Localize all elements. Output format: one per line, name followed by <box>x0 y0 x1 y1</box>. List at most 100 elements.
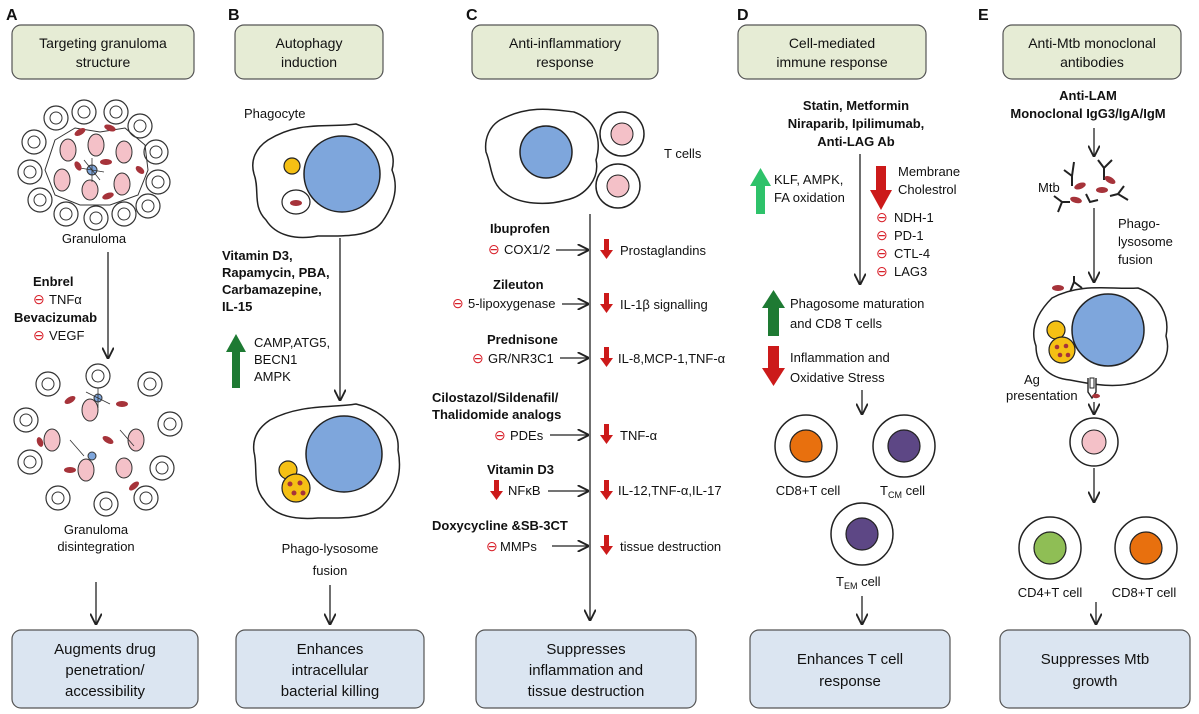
drugs-d-line2: Niraparib, Ipilimumab, <box>788 116 925 131</box>
panel-d-outcome-line1: Enhances T cell <box>797 651 903 668</box>
effect-tnfa: TNF-α <box>620 428 658 443</box>
inhibit-icon: ⊖ <box>486 538 498 554</box>
panel-a: A Targeting granuloma structure <box>6 7 199 709</box>
panel-letter-a: A <box>6 7 18 24</box>
panel-b-outcome-line1: Enhances <box>297 641 364 658</box>
panel-a-header-line2: structure <box>76 54 131 70</box>
down-arrow-icon <box>600 293 613 313</box>
panel-a-header-box <box>11 24 195 80</box>
panel-e-header-line2: antibodies <box>1060 54 1124 70</box>
effect-down-line2: Oxidative Stress <box>790 370 885 385</box>
panel-e-header-box <box>1002 24 1182 80</box>
panel-b: B Autophagy induction Phagocyte Vitamin … <box>222 7 425 709</box>
target-tnfa: TNFα <box>49 292 82 307</box>
drugs-d-line3: Anti-LAG Ab <box>817 134 895 149</box>
panel-e-outcome-line1: Suppresses Mtb <box>1041 651 1149 668</box>
panel-e-outcome-box <box>999 629 1191 709</box>
inhibited-pd1: PD-1 <box>894 228 924 243</box>
phagocyte-e-nucleus <box>1071 293 1145 367</box>
panel-letter-b: B <box>228 7 240 24</box>
panel-d-header-line1: Cell-mediated <box>789 35 875 51</box>
effect-il1b: IL-1β signalling <box>620 297 708 312</box>
fusion-e-line2: lysosome <box>1118 234 1173 249</box>
drug-vitamin-d3: Vitamin D3 <box>487 462 554 477</box>
macrophage-nucleus <box>519 125 573 179</box>
drugs-b-line3: Carbamazepine, <box>222 282 322 297</box>
panel-d-header-line2: immune response <box>776 54 887 70</box>
phagolysosome <box>281 473 311 503</box>
target-cox: COX1/2 <box>504 242 550 257</box>
panel-c-outcome-box <box>475 629 697 709</box>
down-arrow-icon <box>870 166 892 210</box>
drug-prednisone: Prednisone <box>487 332 558 347</box>
tcells-label: T cells <box>664 146 702 161</box>
inhibit-icon: ⊖ <box>876 263 888 279</box>
up-arrow-icon <box>226 334 246 388</box>
target-nfkb: NFκB <box>508 483 541 498</box>
panel-c-outcome-line3: tissue destruction <box>528 683 645 700</box>
drugs-e-line1: Anti-LAM <box>1059 88 1117 103</box>
down-arrow-icon <box>600 347 613 367</box>
drug-ibuprofen: Ibuprofen <box>490 221 550 236</box>
drug-doxycycline: Doxycycline &SB-3CT <box>432 518 568 533</box>
drug-zileuton: Zileuton <box>493 277 544 292</box>
target-pdes: PDEs <box>510 428 544 443</box>
phagolysosome <box>1048 336 1076 364</box>
inhibit-icon: ⊖ <box>472 350 484 366</box>
lysosome <box>283 157 301 175</box>
drugs-b-line1: Vitamin D3, <box>222 248 293 263</box>
panel-a-header-line1: Targeting granuloma <box>39 35 167 51</box>
target-mmps: MMPs <box>500 539 537 554</box>
panel-a-outcome-box <box>11 629 199 709</box>
panel-b-header-line2: induction <box>281 54 337 70</box>
drugs-d-line1: Statin, Metformin <box>803 98 909 113</box>
phago-lysosome-nucleus <box>305 415 383 493</box>
target-gr: GR/NR3C1 <box>488 351 554 366</box>
down-arrow-icon <box>600 535 613 555</box>
target-lipoxygenase: 5-lipoxygenase <box>468 296 555 311</box>
up-arrow-icon <box>762 290 785 336</box>
phagocyte-label: Phagocyte <box>244 106 305 121</box>
panel-a-outcome-line2: penetration/ <box>65 662 145 679</box>
cd8-t-cell-label: CD8+T cell <box>776 483 841 498</box>
panel-b-outcome-line3: bacterial killing <box>281 683 379 700</box>
panel-e-outcome-line2: growth <box>1072 673 1117 690</box>
panel-c: C Anti-inflammatiory response T cells Ib… <box>432 7 726 709</box>
antibody-mtb-illustration <box>1053 159 1129 213</box>
effect-up-line2: and CD8 T cells <box>790 316 883 331</box>
inhibit-icon: ⊖ <box>33 327 45 343</box>
drugs-b-line4: IL-15 <box>222 299 252 314</box>
panel-letter-e: E <box>978 7 989 24</box>
down-arrow-icon <box>600 239 613 259</box>
down-arrow-icon <box>762 346 785 386</box>
panel-a-outcome-line3: accessibility <box>65 683 146 700</box>
effect-up-line1: Phagosome maturation <box>790 296 924 311</box>
inhibit-icon: ⊖ <box>876 227 888 243</box>
panel-b-header-line1: Autophagy <box>276 35 343 51</box>
inhibit-icon: ⊖ <box>452 295 464 311</box>
fusion-label-line2: fusion <box>313 563 348 578</box>
panel-e-header-line1: Anti-Mtb monoclonal <box>1028 35 1156 51</box>
inhibited-lag3: LAG3 <box>894 264 927 279</box>
inhibit-icon: ⊖ <box>488 241 500 257</box>
panel-c-outcome-line2: inflammation and <box>529 662 643 679</box>
effect-tissue-destruction: tissue destruction <box>620 539 721 554</box>
panel-c-header-line2: response <box>536 54 594 70</box>
fusion-e-line3: fusion <box>1118 252 1153 267</box>
down-arrow-icon <box>600 424 613 444</box>
inhibited-ndh1: NDH-1 <box>894 210 934 225</box>
down-arrow-icon <box>600 480 613 500</box>
panel-d-outcome-box <box>749 629 951 709</box>
panel-letter-d: D <box>737 7 749 24</box>
lysosome <box>1046 320 1066 340</box>
drug-cilostazol-line1: Cilostazol/Sildenafil/ <box>432 390 559 405</box>
panel-e: E Anti-Mtb monoclonal antibodies Anti-LA… <box>978 7 1191 709</box>
up-arrow-icon <box>750 168 771 214</box>
drug-cilostazol-line2: Thalidomide analogs <box>432 407 561 422</box>
drug-enbrel: Enbrel <box>33 274 73 289</box>
inhibit-icon: ⊖ <box>494 427 506 443</box>
drugs-e-line2: Monoclonal IgG3/IgA/IgM <box>1010 106 1165 121</box>
effect-il8: IL-8,MCP-1,TNF-α <box>618 351 726 366</box>
granuloma-label: Granuloma <box>62 231 127 246</box>
disintegration-label-line2: disintegration <box>57 539 134 554</box>
